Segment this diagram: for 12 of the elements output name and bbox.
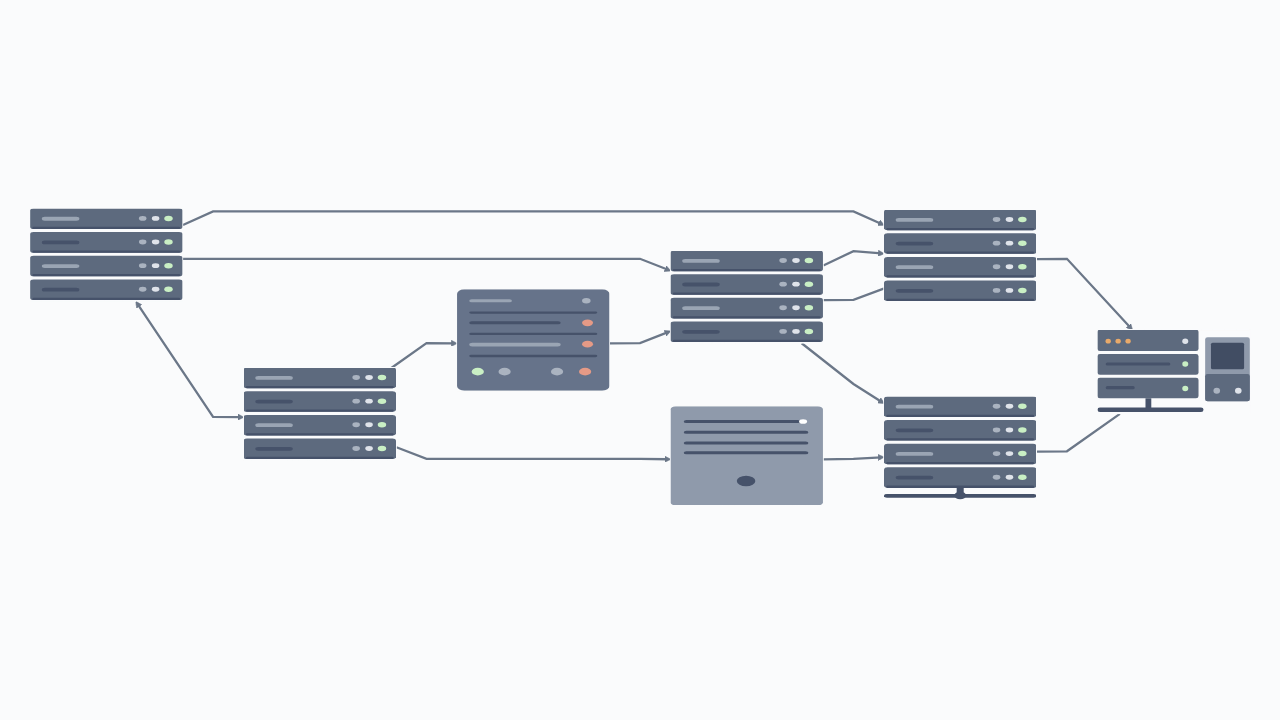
arrow <box>390 340 458 369</box>
arrow <box>135 301 245 421</box>
arrow <box>182 210 885 226</box>
arrow <box>182 257 672 272</box>
connector <box>823 287 885 302</box>
arrow <box>1036 257 1133 331</box>
arrow <box>801 342 885 404</box>
connector <box>1036 413 1121 453</box>
arrow <box>396 446 672 463</box>
arrow <box>823 454 885 461</box>
arrow <box>822 249 885 267</box>
arrow <box>609 330 672 345</box>
